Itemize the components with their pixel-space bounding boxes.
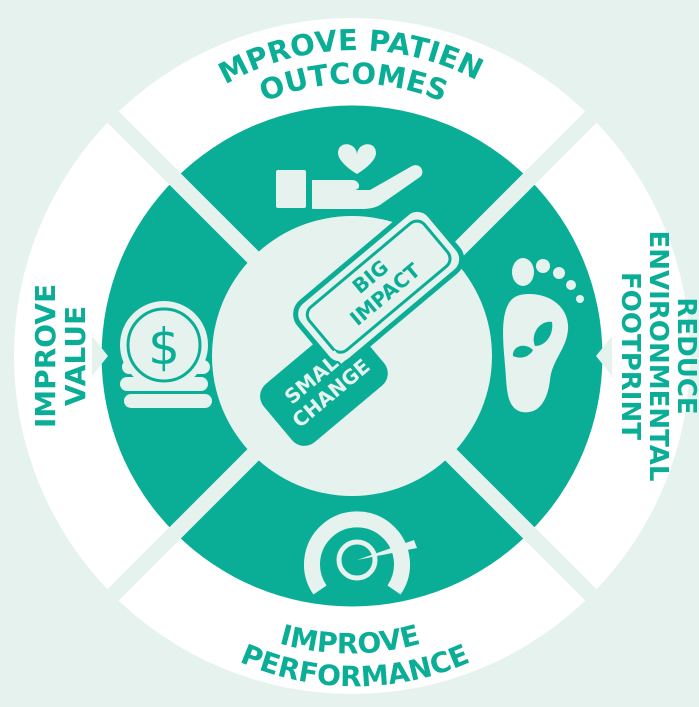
label-env-line2: ENVIRONMENTAL [643,231,673,482]
heart-hand-icon [276,144,423,209]
label-env-line1: REDUCE [671,297,699,414]
label-value-line1: IMPROVE [29,284,62,428]
label-value: IMPROVE VALUE [29,284,92,428]
label-env-line3: FOOTPRINT [615,272,645,440]
svg-text:$: $ [148,318,180,376]
dollar-coins-icon: $ [120,301,212,408]
notch-left [92,336,108,376]
label-value-line2: VALUE [59,306,92,406]
notch-right [596,336,612,376]
label-environmental-footprint: REDUCE ENVIRONMENTAL FOOTPRINT [615,231,699,482]
footprint-leaf-icon [503,258,584,413]
speedometer-icon [304,511,417,595]
